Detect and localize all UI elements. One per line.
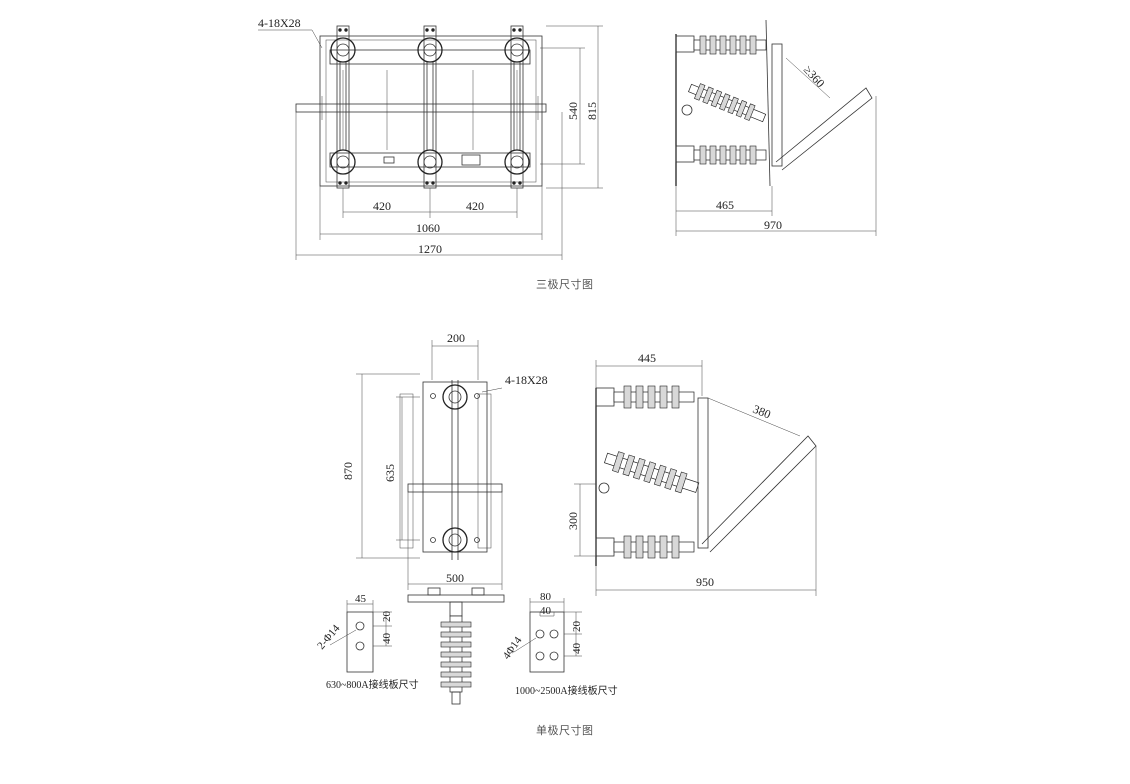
blade-contact-single bbox=[697, 397, 709, 549]
insulator-top-single bbox=[613, 385, 695, 409]
dim-420-left: 420 bbox=[373, 199, 391, 213]
insulator-operating-single bbox=[604, 451, 700, 494]
single-pole-side-view: 380 445 300 950 bbox=[566, 351, 817, 596]
plate-large-dim-40: 40 bbox=[571, 643, 583, 655]
dim-635: 635 bbox=[383, 464, 397, 482]
frame-outline bbox=[319, 35, 543, 187]
dim-445: 445 bbox=[638, 351, 656, 365]
insulator-bottom-single bbox=[613, 535, 695, 559]
bottom-beam bbox=[329, 152, 531, 168]
dim-380: 380 bbox=[751, 402, 773, 422]
plate-small-dim-45: 45 bbox=[355, 593, 367, 605]
dim-970: 970 bbox=[764, 218, 782, 232]
dim-1270: 1270 bbox=[418, 242, 442, 256]
terminal-plate-small: 45 20 40 2-Φ14 630~800A接线板尺寸 bbox=[315, 593, 419, 691]
dim-465: 465 bbox=[716, 198, 734, 212]
blade-contact bbox=[771, 43, 783, 167]
plate-large-dim-80: 80 bbox=[540, 591, 552, 603]
three-pole-front-view: 4-18X28 540 815 420 420 1060 1270 bbox=[258, 16, 603, 260]
plate-large-dim-40-top: 40 bbox=[540, 605, 552, 617]
dim-200: 200 bbox=[447, 331, 465, 345]
dim-870: 870 bbox=[341, 462, 355, 480]
dim-500: 500 bbox=[446, 571, 464, 585]
terminal-plate-large: 80 40 20 40 4Φ14 1000~2500A接线板尺寸 bbox=[501, 591, 618, 697]
dim-815: 815 bbox=[585, 102, 599, 120]
pole-middle bbox=[417, 25, 443, 189]
single-pole-front-view: 200 4-18X28 870 635 500 bbox=[341, 331, 548, 590]
single-pole-insulator-detail bbox=[407, 587, 505, 705]
base-plate bbox=[422, 381, 488, 553]
dim-950: 950 bbox=[696, 575, 714, 589]
insulator-bottom bbox=[693, 145, 767, 165]
bolt-note: 4-18X28 bbox=[258, 16, 301, 30]
dim-420-right: 420 bbox=[466, 199, 484, 213]
dim-1060: 1060 bbox=[416, 221, 440, 235]
single-pole-caption: 单极尺寸图 bbox=[536, 724, 594, 737]
plate-large-dim-20: 20 bbox=[571, 621, 583, 633]
dim-300: 300 bbox=[566, 512, 580, 530]
plate-small-label: 630~800A接线板尺寸 bbox=[326, 678, 419, 691]
insulator-top bbox=[693, 35, 767, 55]
plate-large-hole-note: 4Φ14 bbox=[501, 634, 525, 661]
plate-small-hole-note: 2-Φ14 bbox=[315, 622, 343, 652]
plate-small-dim-20: 20 bbox=[381, 611, 393, 623]
top-beam bbox=[329, 49, 531, 65]
three-pole-caption: 三极尺寸图 bbox=[536, 278, 594, 291]
bolt-note-single: 4-18X28 bbox=[505, 373, 548, 387]
three-pole-side-view: ≥360 465 970 bbox=[675, 19, 877, 236]
operating-shaft bbox=[295, 103, 547, 113]
dim-angle: ≥360 bbox=[801, 63, 828, 91]
insulator-operating bbox=[688, 83, 767, 123]
pole-right bbox=[504, 25, 530, 189]
plate-small-dim-40: 40 bbox=[381, 633, 393, 645]
plate-large-label: 1000~2500A接线板尺寸 bbox=[515, 684, 618, 697]
dim-540: 540 bbox=[566, 102, 580, 120]
